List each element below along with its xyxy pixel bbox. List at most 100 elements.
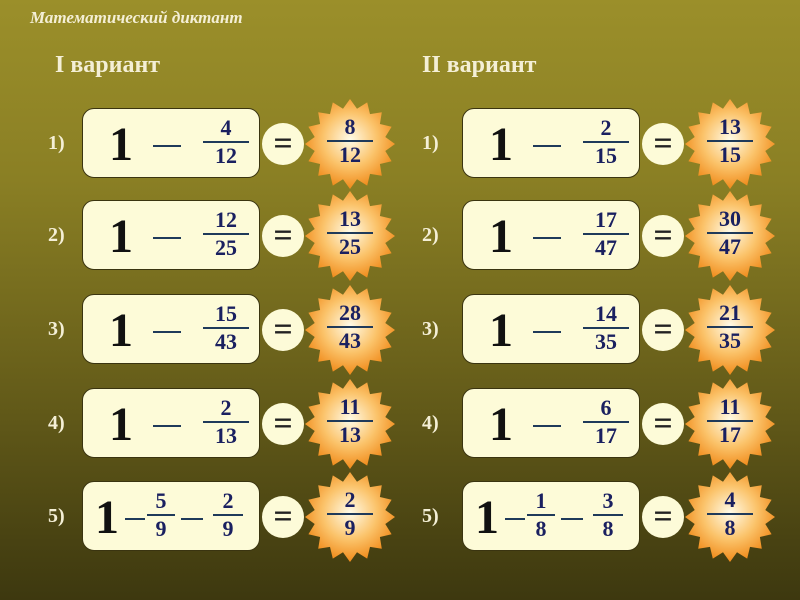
denominator: 12 (339, 142, 361, 167)
numerator: 2 (220, 395, 232, 420)
fraction: 15 43 (203, 303, 249, 353)
numerator: 15 (215, 301, 237, 326)
sun-burst-icon (305, 191, 395, 281)
denominator: 8 (535, 516, 547, 541)
fraction-bar (583, 327, 629, 329)
minus-sign (533, 145, 561, 147)
denominator: 13 (215, 423, 237, 448)
fraction: 11 13 (304, 396, 396, 446)
equals-sign: = (642, 496, 684, 538)
whole-number: 1 (489, 398, 513, 451)
fraction: 14 35 (583, 303, 629, 353)
problem-number: 3) (48, 318, 65, 340)
numerator: 5 (155, 488, 167, 513)
problem-row: 5) 1 1 8 3 8= 4 8 (380, 472, 800, 562)
denominator: 17 (595, 423, 617, 448)
answer-burst: 13 15 (684, 98, 776, 190)
numerator: 30 (719, 206, 741, 231)
fraction-bar (213, 514, 243, 516)
equals-sign: = (642, 309, 684, 351)
problem-row: 4)1 6 17= 11 17 (380, 379, 800, 469)
fraction-bar (203, 141, 249, 143)
problem-row: 1)1 4 12= 8 12 (0, 99, 420, 189)
fraction: 2 9 (213, 490, 243, 540)
equals-sign: = (642, 123, 684, 165)
denominator: 25 (339, 234, 361, 259)
problem-row: 2)1 17 47= 30 47 (380, 191, 800, 281)
denominator: 8 (724, 515, 736, 540)
denominator: 25 (215, 235, 237, 260)
numerator: 17 (595, 207, 617, 232)
problem-number: 3) (422, 318, 439, 340)
whole-number: 1 (109, 304, 133, 357)
problem-number: 4) (422, 412, 439, 434)
answer-burst: 11 13 (304, 378, 396, 470)
whole-number: 1 (95, 491, 119, 544)
numerator: 28 (339, 300, 361, 325)
expression-box: 1 15 43 (82, 294, 260, 364)
problem-number: 5) (48, 505, 65, 527)
fraction-bar (203, 327, 249, 329)
minus-sign (153, 425, 181, 427)
fraction-bar (147, 514, 175, 516)
whole-number: 1 (489, 304, 513, 357)
fraction: 8 12 (304, 116, 396, 166)
fraction: 13 25 (304, 208, 396, 258)
problem-row: 3)1 14 35= 21 35 (380, 285, 800, 375)
numerator: 13 (719, 114, 741, 139)
numerator: 2 (600, 115, 612, 140)
fraction: 2 13 (203, 397, 249, 447)
fraction-bar (327, 326, 373, 328)
problem-row: 1)1 2 15= 13 15 (380, 99, 800, 189)
expression-box: 1 14 35 (462, 294, 640, 364)
equals-sign: = (262, 123, 304, 165)
denominator: 43 (339, 328, 361, 353)
sun-burst-icon (305, 379, 395, 469)
numerator: 8 (344, 114, 356, 139)
fraction: 6 17 (583, 397, 629, 447)
fraction: 13 15 (684, 116, 776, 166)
problem-number: 5) (422, 505, 439, 527)
expression-box: 1 12 25 (82, 200, 260, 270)
denominator: 15 (719, 142, 741, 167)
denominator: 17 (719, 422, 741, 447)
problem-number: 2) (48, 224, 65, 246)
whole-number: 1 (475, 491, 499, 544)
numerator: 13 (339, 206, 361, 231)
denominator: 35 (719, 328, 741, 353)
fraction-bar (527, 514, 555, 516)
fraction-bar (327, 232, 373, 234)
whole-number: 1 (489, 118, 513, 171)
fraction-bar (583, 421, 629, 423)
expression-box: 1 1 8 3 8 (462, 481, 640, 551)
expression-box: 1 2 15 (462, 108, 640, 178)
answer-burst: 4 8 (684, 471, 776, 563)
problem-row: 3)1 15 43= 28 43 (0, 285, 420, 375)
equals-sign: = (642, 403, 684, 445)
fraction-bar (327, 513, 373, 515)
minus-sign (153, 237, 181, 239)
answer-burst: 11 17 (684, 378, 776, 470)
fraction: 2 9 (304, 489, 396, 539)
fraction: 11 17 (684, 396, 776, 446)
fraction: 21 35 (684, 302, 776, 352)
equals-sign: = (262, 215, 304, 257)
fraction-bar (327, 420, 373, 422)
minus-sign (505, 518, 525, 520)
answer-burst: 21 35 (684, 284, 776, 376)
whole-number: 1 (489, 210, 513, 263)
minus-sign (153, 331, 181, 333)
expression-box: 1 6 17 (462, 388, 640, 458)
answer-burst: 28 43 (304, 284, 396, 376)
variant-1-heading: I вариант (55, 52, 161, 78)
sun-burst-icon (305, 472, 395, 562)
numerator: 21 (719, 300, 741, 325)
minus-sign (561, 518, 583, 520)
equals-sign: = (262, 496, 304, 538)
fraction: 5 9 (147, 490, 175, 540)
problem-number: 1) (48, 132, 65, 154)
equals-sign: = (262, 309, 304, 351)
denominator: 9 (222, 516, 234, 541)
fraction: 17 47 (583, 209, 629, 259)
denominator: 47 (719, 234, 741, 259)
